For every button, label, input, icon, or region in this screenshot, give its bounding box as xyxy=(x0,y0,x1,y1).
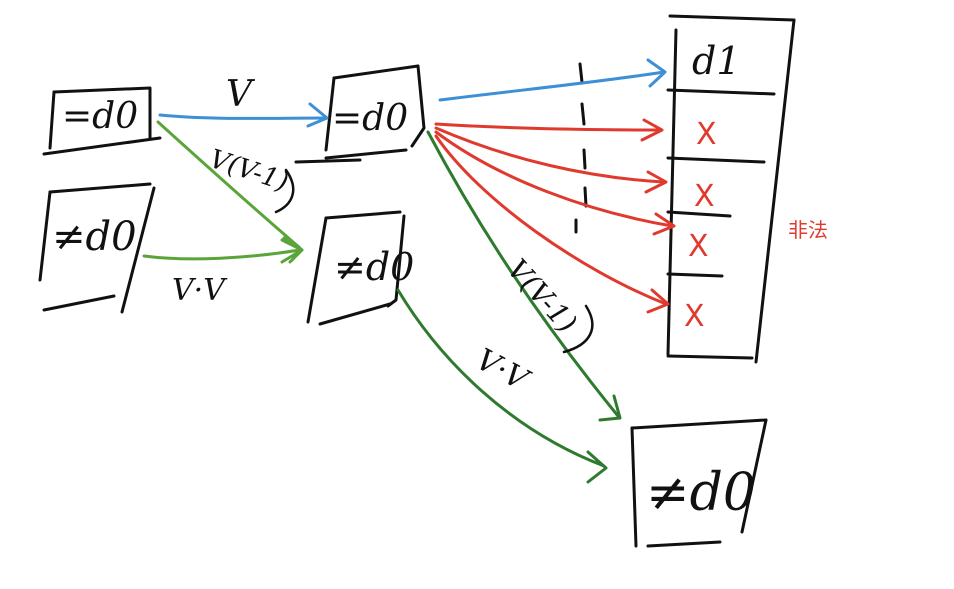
dashed-separator xyxy=(574,62,588,234)
d1-cell-text: d1 xyxy=(692,39,741,83)
x-mark-2: X xyxy=(694,179,715,214)
node-neq-d0-mid xyxy=(306,210,406,326)
node-neq-d0-bottom-text: ≠d0 xyxy=(646,463,756,523)
darkgreen-arrow-neq-to-bottom xyxy=(396,288,608,484)
node-eq-d0-left-text: =d0 xyxy=(62,96,138,137)
blue-arrow-mid-to-d1 xyxy=(438,58,667,102)
node-neq-d0-mid-text: ≠d0 xyxy=(334,245,414,289)
blue-arrow-left-to-mid xyxy=(158,102,329,128)
node-neq-d0-left-text: ≠d0 xyxy=(52,214,137,260)
node-eq-d0-mid xyxy=(294,64,426,164)
edge-label-v-v-minus-1-a: V(V-1) xyxy=(206,144,292,197)
label-brace-marks xyxy=(274,168,594,354)
node-eq-d0-left xyxy=(42,86,162,156)
edge-label-v-v-minus-1-b: V(V-1) xyxy=(501,253,584,340)
green-arrow-neq-to-neq xyxy=(142,236,304,264)
red-arrows xyxy=(434,118,676,314)
x-mark-1: X xyxy=(696,117,717,152)
target-column xyxy=(666,14,796,364)
node-eq-d0-mid-text: =d0 xyxy=(332,98,408,139)
edge-label-v-dot-v-a: V·V xyxy=(172,273,228,308)
node-neq-d0-left xyxy=(38,182,156,314)
darkgreen-arrow-eq-to-bottom xyxy=(426,130,622,422)
illegal-label: 非法 xyxy=(788,218,828,242)
edge-label-v: V xyxy=(226,74,256,115)
x-mark-3: X xyxy=(688,229,709,264)
node-neq-d0-bottom xyxy=(630,418,768,548)
x-mark-4: X xyxy=(684,299,705,334)
